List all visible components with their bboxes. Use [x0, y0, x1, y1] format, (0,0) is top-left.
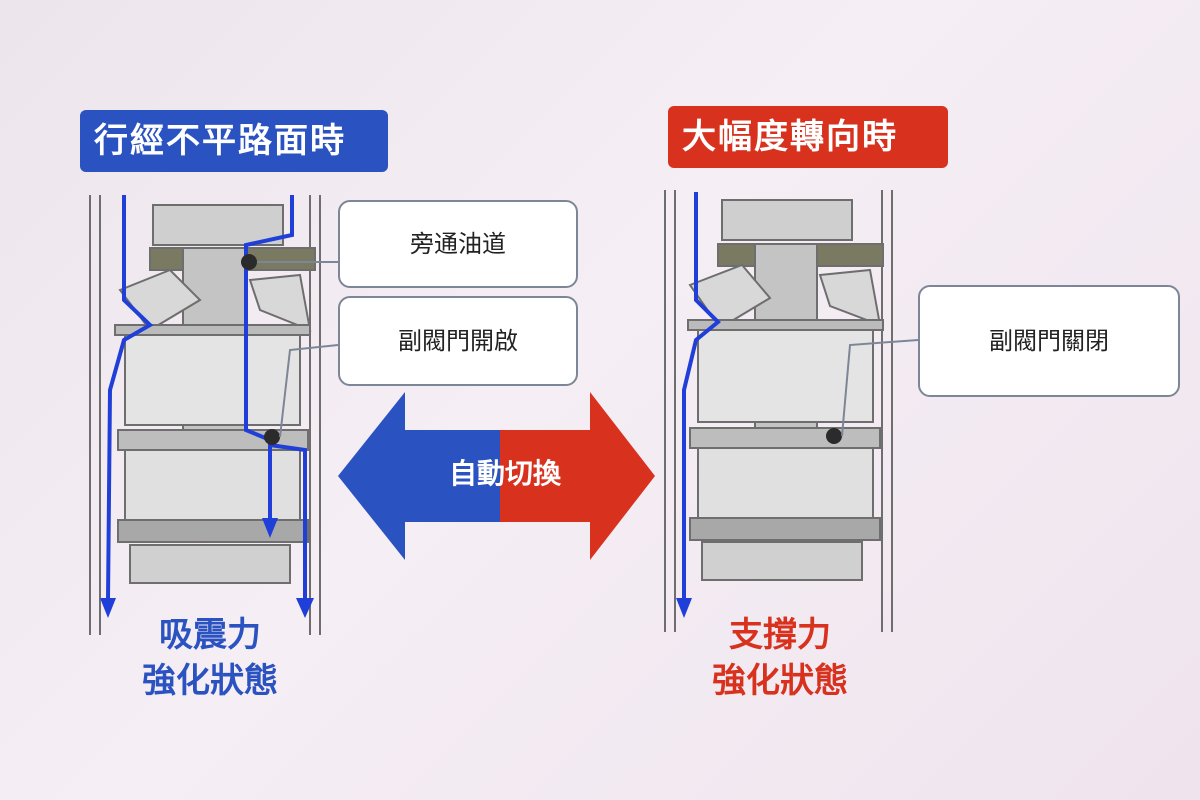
right-leader-line [841, 339, 919, 437]
right-arrowhead [676, 598, 692, 618]
right-state-label: 支撐力 強化狀態 [685, 612, 875, 704]
left-leader-lines [257, 261, 339, 438]
left-state-label: 吸震力 強化狀態 [120, 612, 300, 704]
left-state-line1: 吸震力 [159, 615, 261, 655]
left-flow-arrows [106, 195, 307, 601]
left-bypass-dot [241, 254, 257, 270]
right-flow-arrow [682, 192, 721, 600]
callout-sub-valve-open: 副閥門開啟 [338, 296, 578, 386]
right-valve-dot [826, 428, 842, 444]
right-state-line1: 支撐力 [729, 615, 831, 655]
left-shock-absorber [89, 195, 321, 635]
left-state-line2: 強化狀態 [142, 661, 278, 701]
right-panel-title: 大幅度轉向時 [668, 106, 948, 168]
left-arrowheads [100, 518, 314, 618]
right-shock-absorber [664, 190, 893, 632]
left-valve-dot [264, 429, 280, 445]
left-panel-title: 行經不平路面時 [80, 110, 388, 172]
right-state-line2: 強化狀態 [712, 661, 848, 701]
callout-bypass-channel: 旁通油道 [338, 200, 578, 288]
callout-sub-valve-closed: 副閥門關閉 [918, 285, 1180, 397]
auto-switch-label: 自動切換 [448, 457, 561, 490]
auto-switch-arrow [338, 392, 655, 560]
